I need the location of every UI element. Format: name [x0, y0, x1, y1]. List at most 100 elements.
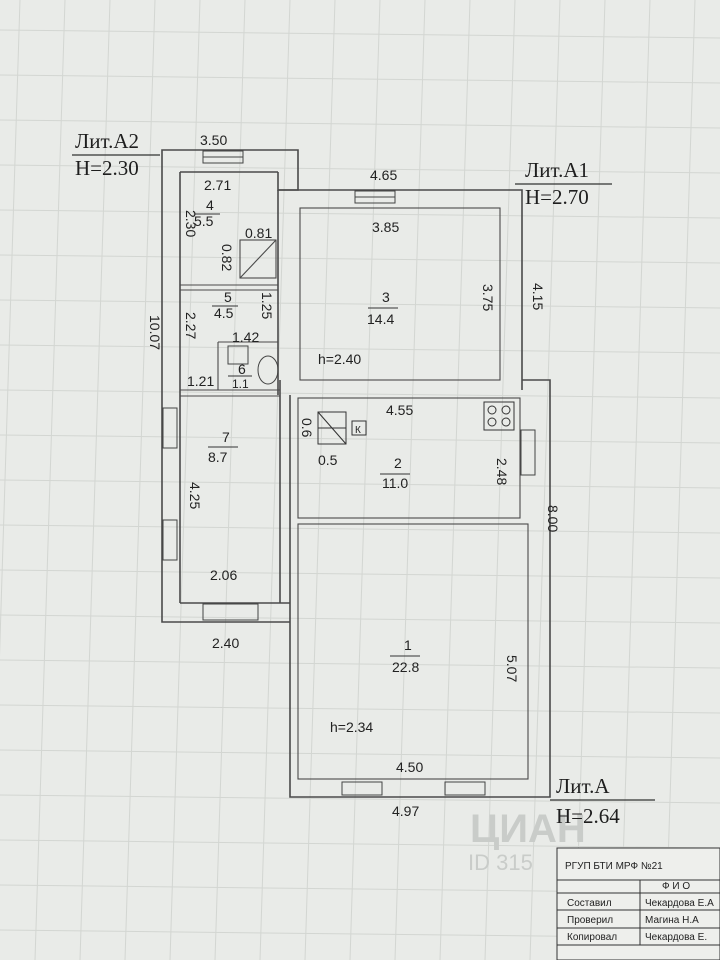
room-3-area: 14.4 — [367, 311, 394, 327]
dim-left-total: 10.07 — [147, 315, 163, 350]
room-4-area: 5.5 — [194, 213, 214, 229]
stamp-name-1: Чекардова Е.А — [645, 898, 714, 909]
grid-line — [0, 299, 720, 309]
room-6-area: 1.1 — [232, 377, 249, 391]
grid-line — [0, 794, 720, 804]
room-6-number: 6 — [238, 361, 246, 377]
grid-line — [0, 209, 720, 219]
grid-line — [349, 0, 381, 960]
litera-a2-height: H=2.30 — [75, 156, 139, 180]
stamp-org: РГУП БТИ МРФ №21 — [565, 861, 663, 872]
room-2: 2 11.0 4.55 2.48 0.6 0.5 — [299, 402, 510, 491]
room-5-number: 5 — [224, 289, 232, 305]
dim-top-a2: 3.50 — [200, 132, 227, 148]
litera-a1-height: H=2.70 — [525, 185, 589, 209]
dim-right-total: 8.00 — [545, 505, 561, 532]
grid-line — [0, 29, 720, 39]
room-3-width: 3.85 — [372, 219, 399, 235]
room-3-number: 3 — [382, 289, 390, 305]
stamp-fio-header: Ф И О — [662, 881, 690, 892]
litera-a1-name: Лит.А1 — [525, 158, 589, 182]
dim-top-a1: 4.65 — [370, 167, 397, 183]
room-7-number: 7 — [222, 429, 230, 445]
room-1-height: h=2.34 — [330, 719, 373, 735]
grid-line — [0, 569, 720, 579]
windows — [162, 150, 536, 796]
room-2-depth: 2.48 — [494, 458, 510, 485]
room-4: 4 5.5 2.71 2.30 0.81 0.82 — [183, 177, 272, 271]
grid-line — [0, 524, 720, 534]
grid-line — [0, 749, 720, 759]
room-7-area: 8.7 — [208, 449, 228, 465]
grid-line — [124, 0, 156, 960]
grid-line — [304, 0, 336, 960]
grid-line — [0, 479, 720, 489]
room-4-closet-width: 0.81 — [245, 225, 272, 241]
grid-line — [214, 0, 246, 960]
grid-line — [169, 0, 201, 960]
grid-line — [79, 0, 111, 960]
room-4-width: 2.71 — [204, 177, 231, 193]
room-7-width: 2.06 — [210, 567, 237, 583]
room-3: 3 14.4 3.85 3.75 h=2.40 — [318, 219, 496, 367]
room-1-width: 4.50 — [396, 759, 423, 775]
fixtures: К — [227, 345, 515, 445]
room-2-stove-width: 0.5 — [318, 452, 338, 468]
dim-bottom-a: 4.97 — [392, 803, 419, 819]
room-7-depth: 4.25 — [187, 482, 203, 509]
walls — [161, 149, 551, 798]
grid-line — [0, 839, 720, 849]
room-4-number: 4 — [206, 197, 214, 213]
room-5-depth: 2.27 — [183, 312, 199, 339]
stamp-name-3: Чекардова Е. — [645, 932, 707, 943]
grid-line — [0, 389, 720, 399]
grid-line — [664, 0, 696, 960]
watermark-id: ID 315 — [468, 850, 533, 875]
stamp-role-3: Копировал — [567, 932, 617, 943]
room-6-left: 1.21 — [187, 373, 214, 389]
grid-line — [0, 434, 720, 444]
grid-line — [0, 119, 720, 129]
watermark-brand: ЦИАН — [470, 807, 586, 851]
room-5-area: 4.5 — [214, 305, 234, 321]
room-1-number: 1 — [404, 637, 412, 653]
grid-line — [619, 0, 651, 960]
dim-bottom-a2: 2.40 — [212, 635, 239, 651]
stamp-role-2: Проверил — [567, 915, 613, 926]
room-5: 5 4.5 1.25 2.27 — [183, 289, 275, 339]
litera-a-name: Лит.А — [556, 774, 610, 798]
litera-a-height: H=2.64 — [556, 804, 620, 828]
dim-right-a1: 4.15 — [530, 283, 546, 310]
stamp-role-1: Составил — [567, 898, 612, 909]
grid-line — [529, 0, 561, 960]
stamp-name-2: Магина Н.А — [645, 915, 699, 926]
grid-line — [394, 0, 426, 960]
room-6-width: 1.42 — [232, 329, 259, 345]
grid-line — [34, 0, 66, 960]
room-3-depth: 3.75 — [480, 284, 496, 311]
grid-line — [0, 614, 720, 624]
boiler-label: К — [355, 425, 361, 436]
room-3-height: h=2.40 — [318, 351, 361, 367]
grid-line — [0, 659, 720, 669]
room-1-area: 22.8 — [392, 659, 419, 675]
room-2-width: 4.55 — [386, 402, 413, 418]
room-1: 1 22.8 h=2.34 4.50 5.07 — [330, 637, 520, 775]
grid-line — [0, 344, 720, 354]
room-4-depth: 2.30 — [183, 210, 199, 237]
grid-line — [0, 254, 720, 264]
grid-line — [439, 0, 471, 960]
title-stamp: РГУП БТИ МРФ №21 Ф И О Составил Чекардов… — [556, 847, 720, 960]
grid-line — [259, 0, 291, 960]
room-2-stove-depth: 0.6 — [299, 418, 315, 438]
room-2-area: 11.0 — [382, 475, 408, 491]
room-1-depth: 5.07 — [504, 655, 520, 682]
grid-line — [0, 704, 720, 714]
room-2-number: 2 — [394, 455, 402, 471]
room-7: 7 8.7 4.25 2.06 — [187, 429, 238, 583]
litera-a2-name: Лит.А2 — [75, 129, 139, 153]
grid-line — [0, 74, 720, 84]
room-5-width: 1.25 — [259, 292, 275, 319]
room-6: 1.42 6 1.1 1.21 — [187, 329, 259, 391]
